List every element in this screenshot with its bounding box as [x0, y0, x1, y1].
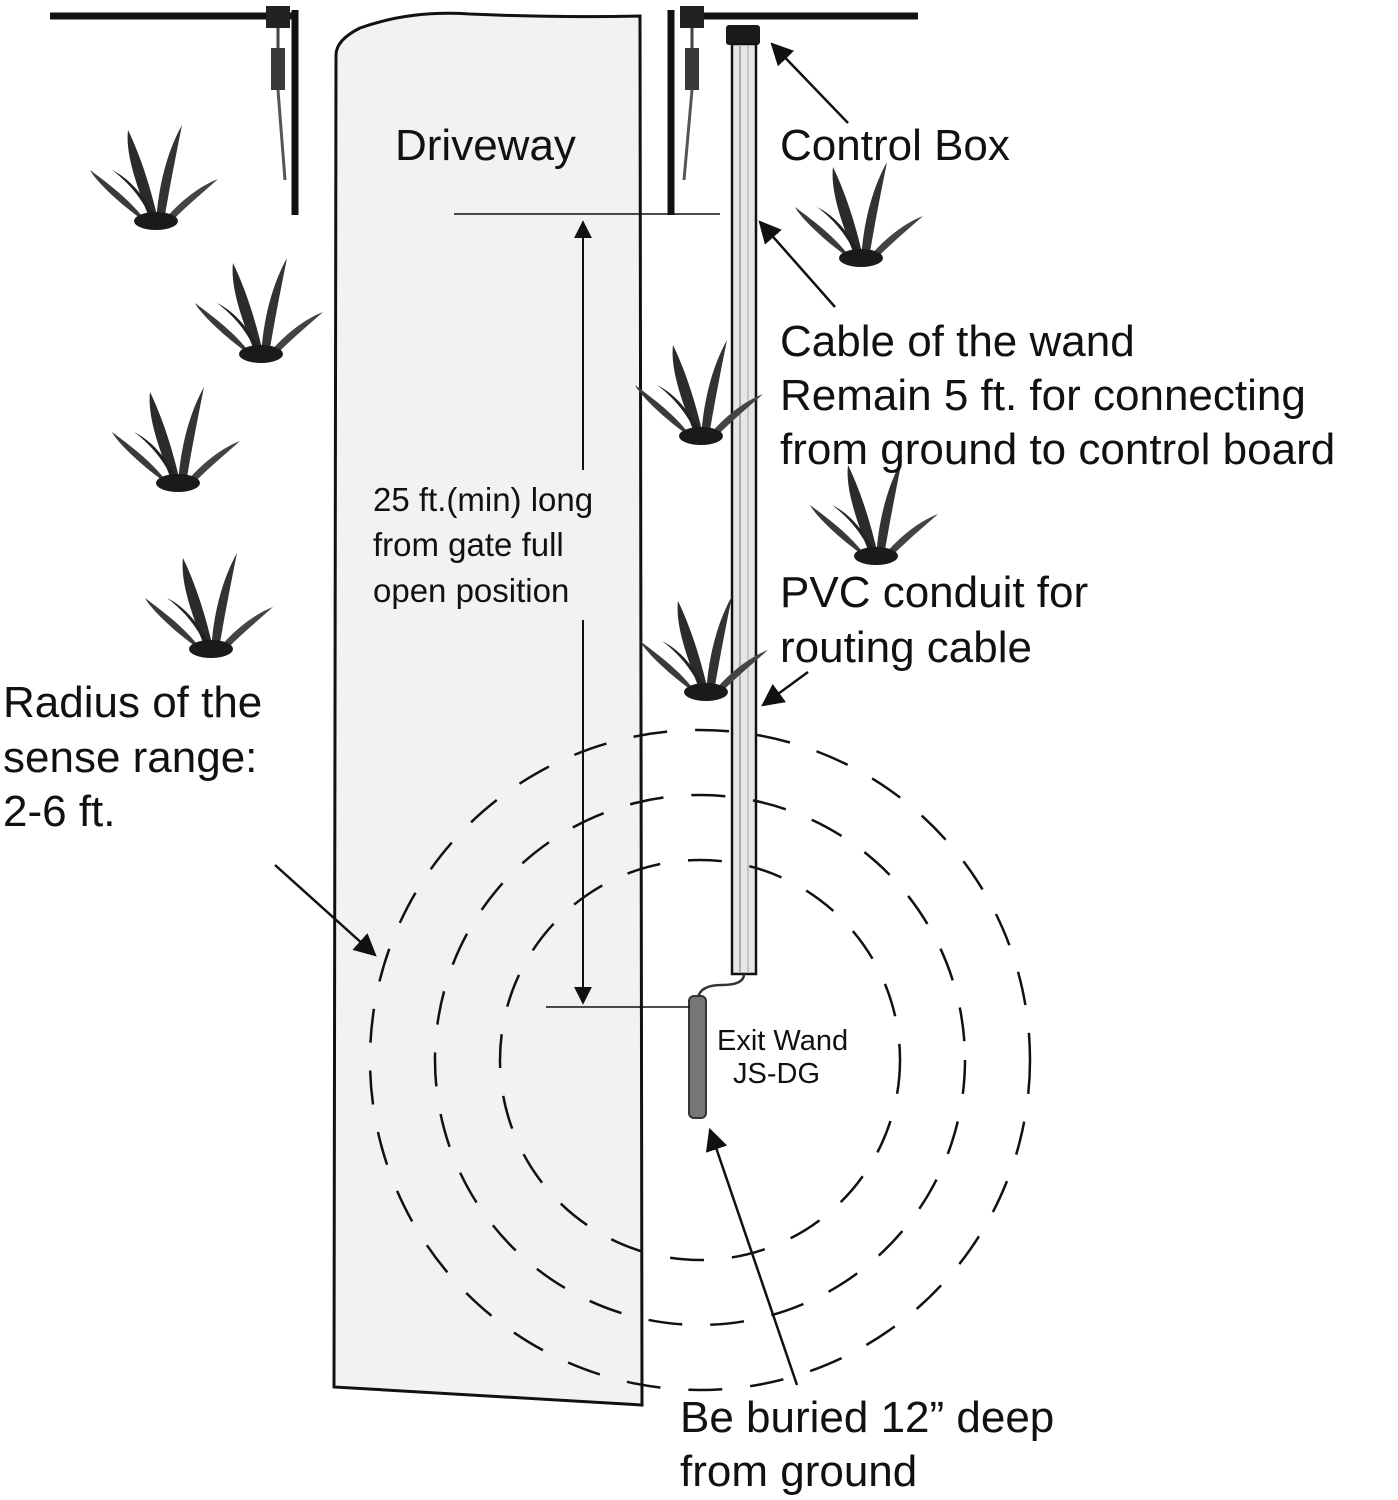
pvc-conduit	[730, 42, 758, 976]
driveway-label: Driveway	[395, 121, 576, 170]
grass-tuft-icon	[195, 258, 323, 363]
radius-label-line2: sense range:	[3, 733, 257, 782]
buried-label-line1: Be buried 12” deep	[680, 1393, 1054, 1442]
arrow-icon	[758, 220, 836, 308]
distance-label-line1: 25 ft.(min) long	[373, 481, 593, 518]
gate-operator-icon	[50, 6, 299, 215]
arrow-icon	[761, 670, 809, 707]
grass-tuft-icon	[112, 387, 240, 492]
radius-label-line3: 2-6 ft.	[3, 787, 116, 836]
cable-label-line2: Remain 5 ft. for connecting	[780, 371, 1306, 420]
buried-label-line2: from ground	[680, 1447, 917, 1496]
arrow-icon	[705, 1127, 799, 1386]
wand-label-line1: Exit Wand	[717, 1025, 848, 1057]
arrow-icon	[274, 864, 377, 957]
conduit-label-line2: routing cable	[780, 623, 1032, 672]
distance-label-line3: open position	[373, 572, 569, 609]
exit-wand	[688, 995, 707, 1119]
driveway-area	[332, 11, 644, 1407]
gate-operator-right-icon	[667, 6, 918, 215]
grass-tuft-icon	[795, 162, 923, 267]
cable-label-line1: Cable of the wand	[780, 317, 1135, 366]
wand-label-line2: JS-DG	[733, 1058, 820, 1090]
control-box-label: Control Box	[780, 121, 1010, 170]
grass-tuft-icon	[145, 553, 273, 658]
conduit-label-line1: PVC conduit for	[780, 568, 1088, 617]
wand-cable	[696, 973, 746, 999]
sense-range-rings	[368, 728, 1032, 1392]
arrow-icon	[770, 42, 849, 124]
grass-tuft-icon	[810, 460, 938, 565]
radius-label-line1: Radius of the	[3, 678, 262, 727]
cable-label-line3: from ground to control board	[780, 425, 1335, 474]
grass-tuft-icon	[90, 125, 218, 230]
distance-label-line2: from gate full	[373, 526, 564, 563]
control-box	[726, 25, 760, 45]
